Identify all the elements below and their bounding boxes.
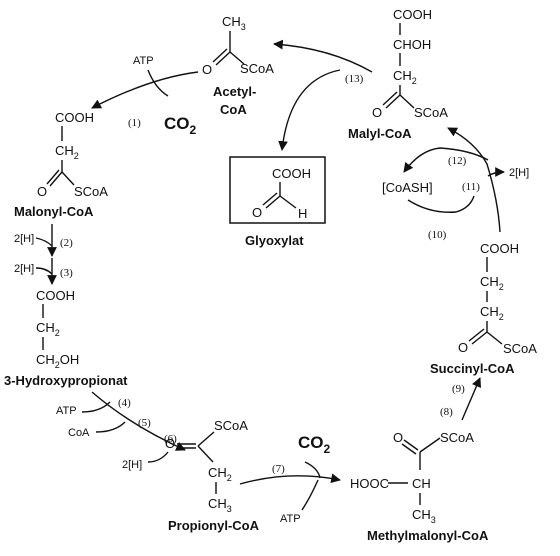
malonyl-o: O <box>37 184 47 199</box>
step-label-4: (4) <box>118 397 131 409</box>
step-1: ATP CO2 (1) <box>91 55 199 137</box>
glyoxylate-cooh: COOH <box>272 166 311 181</box>
steps-10-12: [CoASH] 2[H] (10) (11) (12) <box>382 127 529 241</box>
step-label-5: (5) <box>138 417 151 429</box>
glyoxylate-box <box>229 156 326 224</box>
atp-in-1 <box>147 69 169 97</box>
arrow-coash-release <box>403 147 489 173</box>
step-7: CO2 ATP (7) <box>239 433 341 525</box>
malyl-choh: CHOH <box>393 37 431 52</box>
atp-1: ATP <box>133 55 154 67</box>
co2-1: CO2 <box>164 114 197 137</box>
malonyl-cooh: COOH <box>55 110 94 125</box>
propionyl-ch3: CH3 <box>208 496 232 514</box>
succinyl-o: O <box>458 340 468 355</box>
arrow-step-13-glyoxylate <box>278 69 341 151</box>
step-label-9: (9) <box>452 383 465 395</box>
propionyl-coa-label: Propionyl-CoA <box>168 518 260 533</box>
malyl-scoa: SCoA <box>414 105 448 120</box>
step-label-11: (11) <box>462 181 480 193</box>
malyl-coa-label: Malyl-CoA <box>348 126 412 141</box>
succinyl-coa-label: Succinyl-CoA <box>430 361 515 376</box>
step-label-6: (6) <box>164 433 177 445</box>
propionyl-scoa: SCoA <box>214 418 248 433</box>
hp-ch2oh: CH2OH <box>36 352 79 370</box>
h2-step-11: 2[H] <box>509 167 529 179</box>
methylmalonyl-o: O <box>393 430 403 445</box>
step-label-1: (1) <box>128 117 141 129</box>
step-13: (13) <box>273 39 373 151</box>
arrow-h2-release <box>487 167 505 177</box>
methylmalonyl-coa-structure: O SCoA HOOC CH CH3 Methylmalonyl-CoA <box>350 430 489 543</box>
succinyl-coa-structure: COOH CH2 CH2 O SCoA Succinyl-CoA <box>430 241 537 376</box>
step-label-13: (13) <box>345 73 364 85</box>
propionyl-coa-structure: O SCoA CH2 CH3 Propionyl-CoA <box>165 418 260 533</box>
h2-step-2: 2[H] <box>14 233 34 245</box>
arrow-step-13-acetyl <box>273 39 373 73</box>
steps-8-9: (8) (9) <box>440 377 482 421</box>
propionyl-ch2: CH2 <box>208 465 232 483</box>
steps-2-3: 2[H] 2[H] (2) (3) <box>14 224 73 285</box>
methylmalonyl-hooc: HOOC <box>350 476 389 491</box>
succinyl-ch2-b: CH2 <box>480 304 504 322</box>
hydroxypropionate-label: 3-Hydroxypropionat <box>4 373 128 388</box>
acetyl-ch3: CH3 <box>222 14 246 32</box>
arrow-steps-4-6 <box>91 391 186 451</box>
malonyl-coa-structure: COOH CH2 O SCoA Malonyl-CoA <box>14 110 108 219</box>
hp-ch2: CH2 <box>36 320 60 338</box>
glyoxylate-h: H <box>298 206 307 221</box>
arrow-steps-10-12 <box>447 127 501 233</box>
malonyl-scoa: SCoA <box>74 184 108 199</box>
glyoxylate-structure: COOH O H Glyoxylat <box>229 156 326 248</box>
steps-4-6: ATP CoA 2[H] (4) (5) (6) <box>56 391 186 471</box>
step-label-3: (3) <box>60 267 73 279</box>
atp-step-4: ATP <box>56 405 77 417</box>
methylmalonyl-ch: CH <box>412 476 431 491</box>
glyoxylate-o: O <box>252 205 262 220</box>
arrow-step-1 <box>91 71 199 109</box>
step-label-7: (7) <box>272 463 285 475</box>
step-label-8: (8) <box>440 406 453 418</box>
malyl-cooh: COOH <box>393 7 432 22</box>
malyl-ch2: CH2 <box>393 68 417 86</box>
step-label-12: (12) <box>448 155 467 167</box>
methylmalonyl-ch3: CH3 <box>412 507 436 525</box>
co2-step-7: CO2 <box>298 433 331 456</box>
h2-step-3: 2[H] <box>14 263 34 275</box>
methylmalonyl-coa-label: Methylmalonyl-CoA <box>367 528 489 543</box>
atp-step-7: ATP <box>280 513 301 525</box>
arrow-steps-8-9 <box>461 377 482 421</box>
glyoxylate-label: Glyoxylat <box>245 233 304 248</box>
acetyl-o: O <box>202 62 212 77</box>
arrow-step-7 <box>239 473 341 485</box>
acetyl-label-line1: Acetyl- <box>213 84 256 99</box>
coa-step-4: CoA <box>68 427 90 439</box>
succinyl-scoa: SCoA <box>503 341 537 356</box>
step-label-2: (2) <box>60 237 73 249</box>
malonyl-coa-label: Malonyl-CoA <box>14 204 94 219</box>
acetyl-label-line2: CoA <box>220 102 247 117</box>
methylmalonyl-scoa: SCoA <box>440 430 474 445</box>
acetyl-coa-structure: CH3 O SCoA Acetyl- CoA <box>202 14 274 117</box>
acetyl-scoa: SCoA <box>240 61 274 76</box>
malonyl-ch2: CH2 <box>55 143 79 161</box>
succinyl-ch2-a: CH2 <box>480 274 504 292</box>
hydroxypropionate-structure: COOH CH2 CH2OH 3-Hydroxypropionat <box>4 288 128 388</box>
coash: [CoASH] <box>382 180 433 195</box>
h2-step-6: 2[H] <box>122 459 142 471</box>
malyl-coa-structure: COOH CHOH CH2 O SCoA Malyl-CoA <box>348 7 448 141</box>
malyl-o: O <box>372 105 382 120</box>
succinyl-cooh: COOH <box>480 241 519 256</box>
step-label-10: (10) <box>428 229 447 241</box>
hp-cooh: COOH <box>36 288 75 303</box>
